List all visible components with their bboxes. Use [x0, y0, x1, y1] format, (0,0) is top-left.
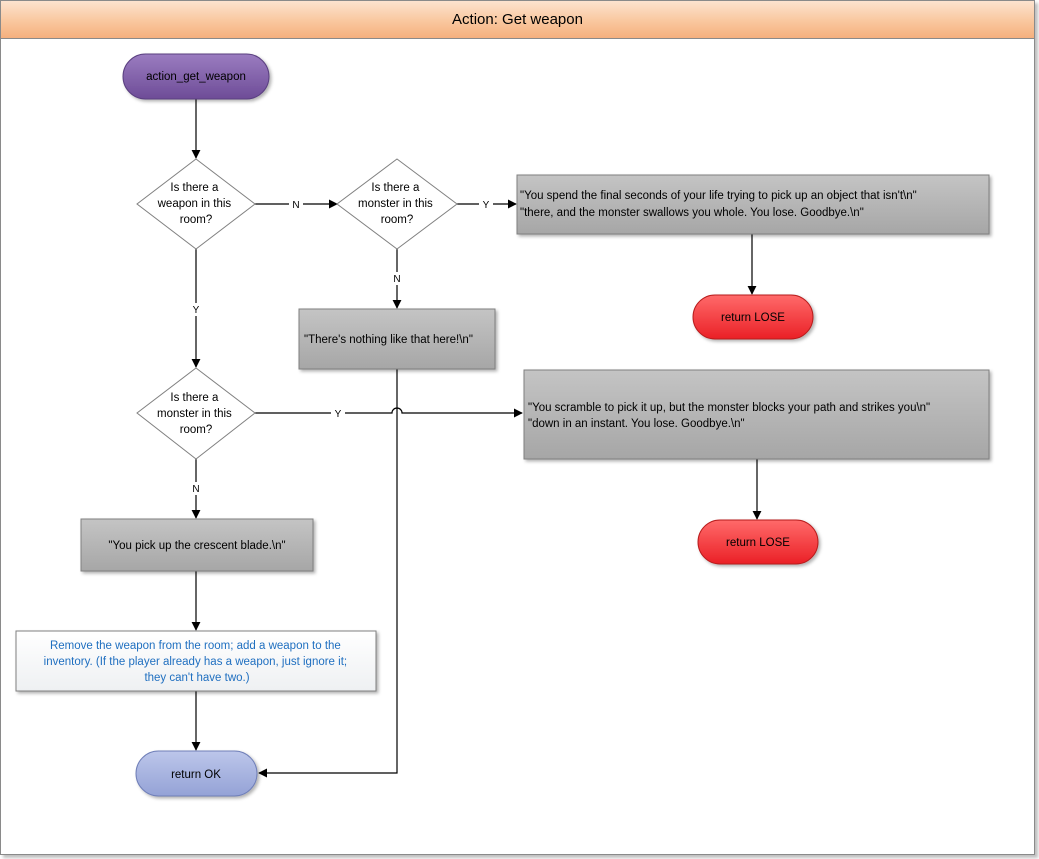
svg-text:"You spend the final seconds o: "You spend the final seconds of your lif…: [520, 190, 920, 219]
process-pickup-message: "You pick up the crescent blade.\n": [80, 518, 314, 572]
svg-text:Is there a monster in: Is there a monster in this room?: [358, 182, 436, 226]
edge-monster2-y: [255, 407, 523, 418]
lose-message-2-line-1: "You scramble to pick it up, but the mon…: [528, 402, 930, 414]
decision-monster1-line-3: room?: [381, 214, 414, 226]
svg-text:Is there a monster in: Is there a monster in this room?: [157, 392, 235, 436]
action-remove-weapon: Remove the weapon from the room; add a w…: [15, 630, 377, 692]
decision-monster-in-room-2: Is there a monster in this room?: [136, 367, 256, 460]
edge-label-weapon-n: N: [292, 200, 299, 211]
return-lose-1: return LOSE: [692, 294, 814, 340]
return-lose-2-label: return LOSE: [726, 537, 790, 549]
decision-monster2-line-1: Is there a: [170, 392, 219, 404]
action-remove-line-1: Remove the weapon from the room; add a w…: [50, 640, 341, 652]
decision-weapon-line-2: weapon in this: [157, 198, 232, 210]
process-nothing-here: "There's nothing like that here!\n": [298, 308, 496, 370]
nothing-here-label: "There's nothing like that here!\n": [304, 334, 473, 346]
decision-weapon-line-1: Is there a: [170, 182, 219, 194]
lose-message-2-line-2: "down in an instant. You lose. Goodbye.\…: [528, 418, 745, 430]
lose-message-1-line-1: "You spend the final seconds of your lif…: [520, 190, 917, 202]
lose-message-1-line-2: "there, and the monster swallows you who…: [520, 207, 864, 219]
svg-text:"You scramble to pick it up, b: "You scramble to pick it up, but the mon…: [528, 402, 933, 430]
edge-label-monster1-n: N: [393, 274, 400, 285]
edge-labels: N Y N Y Y N: [189, 198, 493, 495]
edge-label-monster2-y: Y: [335, 409, 342, 420]
decision-monster1-line-1: Is there a: [371, 182, 420, 194]
process-lose-message-2: "You scramble to pick it up, but the mon…: [523, 369, 990, 460]
return-ok: return OK: [135, 750, 258, 797]
start-node: action_get_weapon: [122, 53, 270, 100]
action-remove-line-2: inventory. (If the player already has a …: [44, 656, 347, 668]
decision-monster2-line-3: room?: [180, 424, 213, 436]
edge-label-weapon-y: Y: [193, 305, 200, 316]
return-ok-label: return OK: [171, 769, 221, 781]
return-lose-2: return LOSE: [697, 519, 819, 565]
decision-monster1-line-2: monster in this: [358, 198, 433, 210]
decision-weapon-line-3: room?: [180, 214, 213, 226]
svg-text:Remove the weapon from the roo: Remove the weapon from the room; add a w…: [44, 640, 351, 684]
edge-label-monster1-y: Y: [483, 200, 490, 211]
start-node-label: action_get_weapon: [146, 71, 246, 83]
edge-label-monster2-n: N: [192, 484, 199, 495]
process-lose-message-1: "You spend the final seconds of your lif…: [516, 174, 990, 235]
decision-monster-in-room-1: Is there a monster in this room?: [336, 158, 458, 250]
edge-nothing-to-ok: [258, 369, 398, 778]
action-remove-line-3: they can't have two.): [144, 672, 249, 684]
diagram-title: Action: Get weapon: [1, 1, 1034, 39]
return-lose-1-label: return LOSE: [721, 312, 785, 324]
decision-weapon-in-room: Is there a weapon in this room?: [136, 158, 256, 250]
svg-text:Is there a weapon in t: Is there a weapon in this room?: [157, 182, 235, 226]
pickup-message-label: "You pick up the crescent blade.\n": [108, 540, 285, 552]
decision-monster2-line-2: monster in this: [157, 408, 232, 420]
